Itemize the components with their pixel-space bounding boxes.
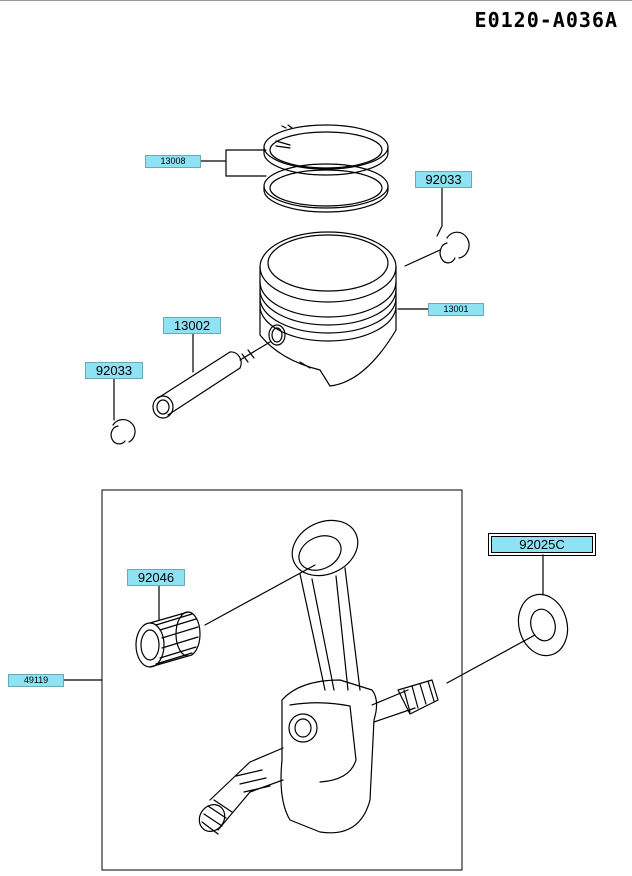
circlip-left-drawing[interactable] <box>110 419 136 445</box>
callout-92033-left[interactable]: 92033 <box>85 362 143 379</box>
callout-92046[interactable]: 92046 <box>127 569 185 586</box>
crankshaft-drawing[interactable] <box>194 679 439 836</box>
circlip-right-drawing[interactable] <box>404 231 470 267</box>
callout-92033-right[interactable]: 92033 <box>415 171 472 188</box>
washer-to-crank-line <box>446 634 536 684</box>
circlip-right-leader <box>436 186 443 237</box>
piston-drawing[interactable] <box>259 231 397 387</box>
connecting-rod-drawing[interactable] <box>283 510 367 691</box>
callout-92025c[interactable]: 92025C <box>488 533 596 556</box>
callout-13001[interactable]: 13001 <box>428 303 484 316</box>
diagram-code: E0120-A036A <box>474 8 618 32</box>
needle-bearing-drawing[interactable] <box>135 611 201 668</box>
piston-rings-drawing[interactable] <box>263 124 389 213</box>
callout-13008[interactable]: 13008 <box>145 155 201 168</box>
piston-pin-drawing[interactable] <box>152 341 271 419</box>
callout-49119[interactable]: 49119 <box>8 674 64 687</box>
needle-bearing-to-rod-line <box>204 564 316 626</box>
washer-drawing[interactable] <box>512 589 574 661</box>
piston-ring-leader <box>199 149 267 177</box>
crankshaft-assembly-box <box>101 489 463 871</box>
top-border-line <box>0 0 632 1</box>
callout-13002[interactable]: 13002 <box>163 317 221 334</box>
